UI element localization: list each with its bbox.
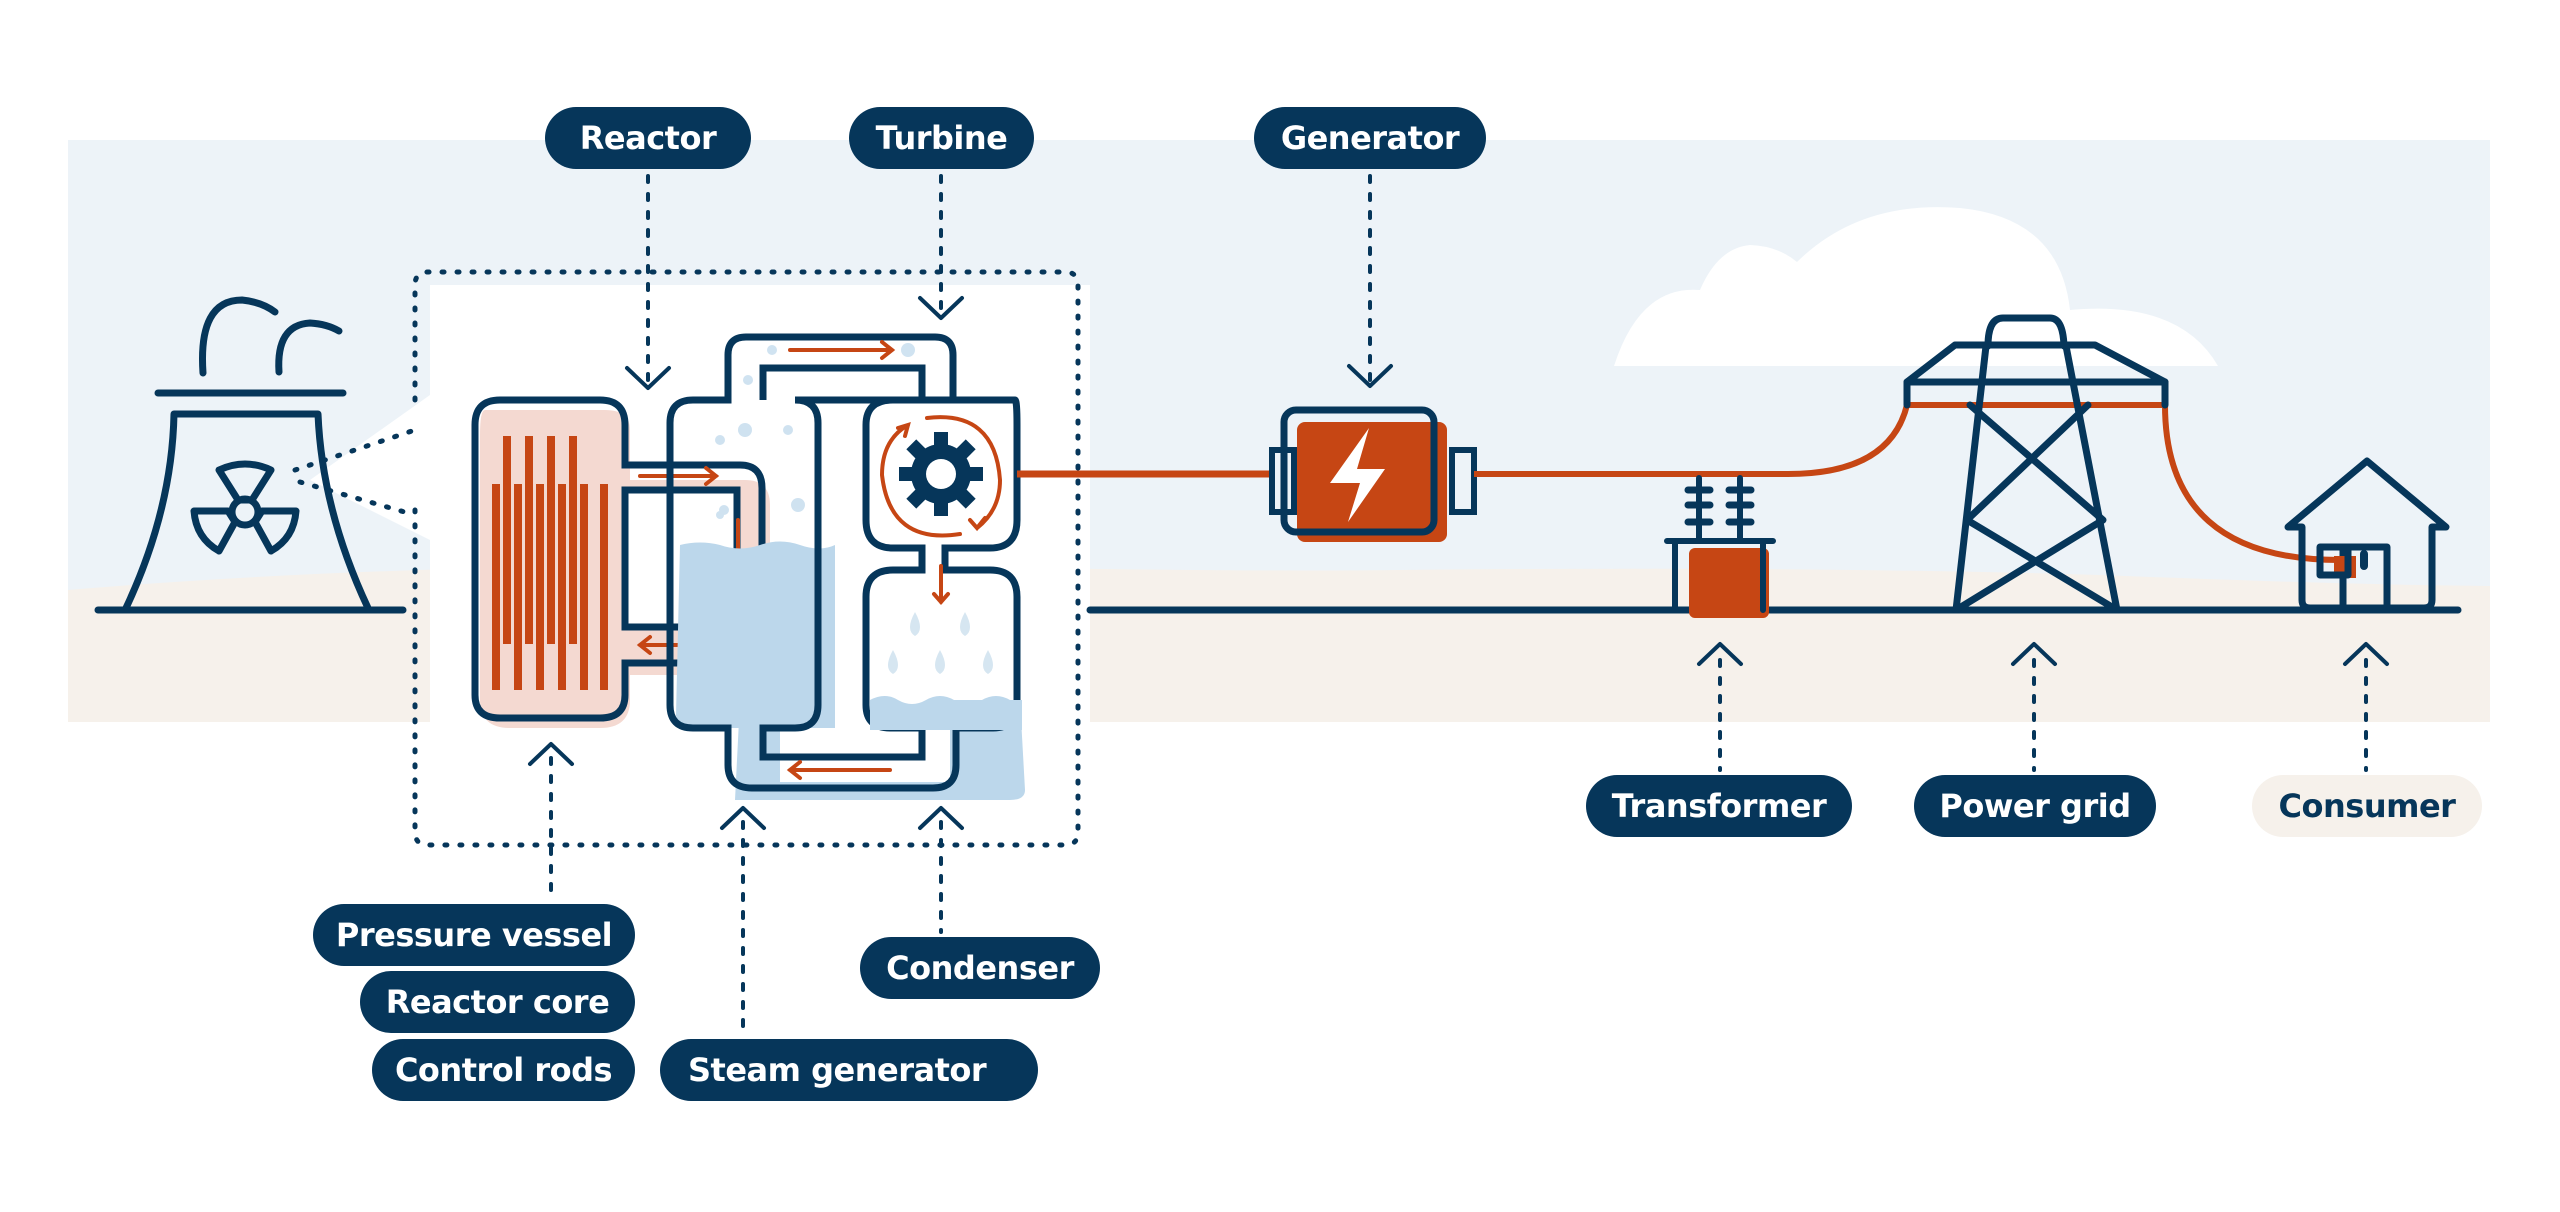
generator-icon	[1269, 406, 1477, 542]
house-icon	[2284, 457, 2450, 612]
flow-arrow-icon	[786, 340, 896, 780]
turbine	[862, 396, 1022, 732]
label-reactor-core: Reactor core	[360, 971, 635, 1033]
radiation-icon	[190, 460, 300, 555]
water-drop-icon	[888, 612, 993, 674]
label-reactor: Reactor	[545, 107, 751, 169]
pylon-icon	[1903, 314, 2169, 614]
label-control-rods: Control rods	[372, 1039, 635, 1101]
label-transformer: Transformer	[1586, 775, 1852, 837]
label-generator: Generator	[1254, 107, 1486, 169]
reactor-core	[492, 484, 608, 690]
label-turbine: Turbine	[849, 107, 1034, 169]
cloud-icon	[1614, 207, 2218, 366]
gear-icon	[899, 432, 983, 516]
condenser-water	[870, 696, 1022, 730]
label-power-grid: Power grid	[1914, 775, 2156, 837]
steam-generator	[666, 333, 1025, 800]
label-pressure-vessel: Pressure vessel	[313, 904, 635, 966]
steam-icon	[275, 319, 343, 376]
transformer-icon	[1664, 475, 1776, 618]
control-rods	[503, 436, 577, 644]
label-condenser: Condenser	[860, 937, 1100, 999]
cooling-tower-icon	[122, 296, 372, 612]
label-steam-generator: Steam generator	[660, 1039, 1038, 1101]
leader-lines	[528, 174, 2389, 1032]
power-line	[1474, 402, 2352, 563]
flow-arrow-icon	[879, 415, 1003, 606]
lightning-icon	[1330, 428, 1385, 522]
steam-icon	[198, 296, 279, 377]
label-consumer: Consumer	[2252, 775, 2482, 837]
